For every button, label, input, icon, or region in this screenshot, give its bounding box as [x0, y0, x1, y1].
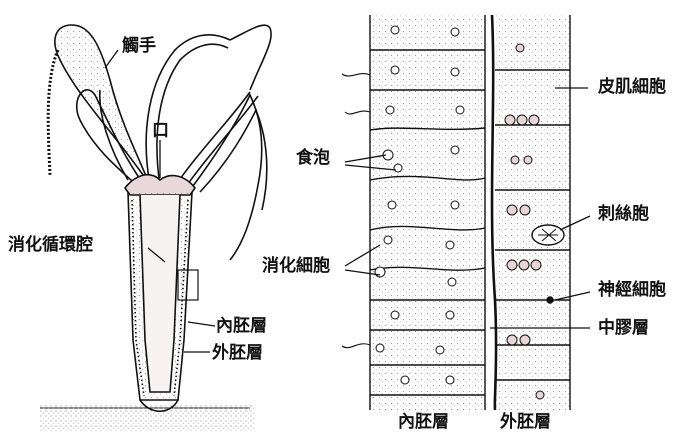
label-digestive-cell: 消化細胞 [262, 258, 330, 275]
label-gastrovascular-cavity: 消化循環腔 [8, 237, 93, 254]
label-mouth: 口 [152, 123, 169, 140]
label-epitheliomuscular-cell: 皮肌細胞 [598, 79, 666, 96]
label-ectoderm-bottom: 外胚層 [500, 414, 551, 431]
label-endoderm: 內胚層 [216, 318, 267, 335]
label-tentacle: 觸手 [122, 38, 156, 55]
label-cnidocyte: 刺絲胞 [598, 206, 649, 223]
label-food-vacuole: 食泡 [296, 150, 330, 167]
tissue-section [342, 15, 570, 410]
label-nerve-cell: 神經細胞 [598, 282, 666, 299]
label-ectoderm: 外胚層 [212, 345, 263, 362]
label-endoderm-bottom: 內胚層 [398, 414, 449, 431]
label-mesoglea: 中膠層 [598, 320, 649, 337]
hydra-body-drawing [40, 25, 271, 431]
